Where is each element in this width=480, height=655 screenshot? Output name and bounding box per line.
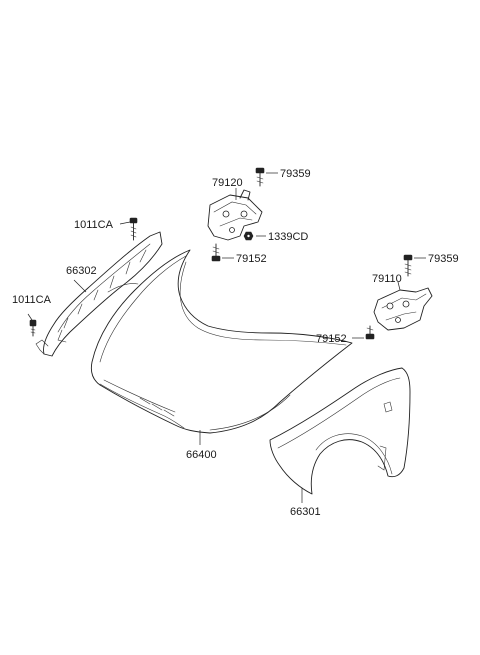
label-screw-top: 1011CA <box>74 219 114 231</box>
label-bolt-mid-right: 79359 <box>428 253 459 265</box>
hinge-left <box>207 189 263 241</box>
label-bolt-left-hinge: 79152 <box>236 253 267 265</box>
bolt-mid-right <box>403 254 413 277</box>
label-bolt-right-hinge: 79152 <box>316 333 347 345</box>
bolt-left-hinge <box>211 243 221 262</box>
label-hinge-left: 79120 <box>212 177 243 189</box>
label-hinge-right: 79110 <box>372 273 402 285</box>
label-screw-side: 1011CA <box>12 294 52 306</box>
seal-strip <box>35 231 163 357</box>
hinge-right <box>373 287 433 331</box>
fender-panel <box>269 367 411 495</box>
label-seal-strip: 66302 <box>66 265 97 277</box>
label-hood-panel: 66400 <box>186 449 217 461</box>
label-nut: 1339CD <box>268 231 308 243</box>
bolt-right-hinge <box>365 325 375 340</box>
label-fender-panel: 66301 <box>290 506 321 518</box>
hood-panel <box>90 249 353 434</box>
screw-side <box>29 319 37 337</box>
screw-top <box>129 217 138 241</box>
nut <box>243 231 254 241</box>
label-bolt-top-right: 79359 <box>280 168 311 180</box>
bolt-top-right <box>255 167 265 187</box>
leader-lines <box>27 172 426 503</box>
